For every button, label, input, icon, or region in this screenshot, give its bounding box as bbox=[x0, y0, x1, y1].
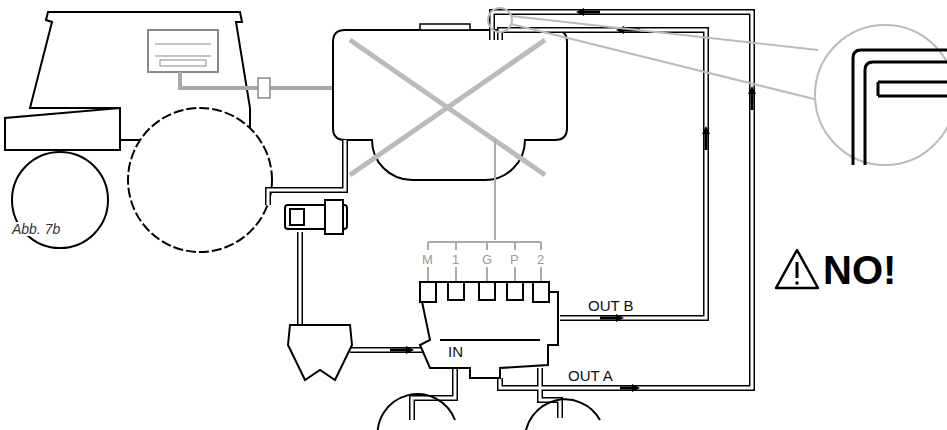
pin-name: 2 bbox=[537, 253, 544, 266]
connector-plug bbox=[258, 78, 270, 98]
port-label: IN bbox=[448, 344, 463, 359]
figure-label: Abb. 7b bbox=[12, 222, 60, 236]
tractor bbox=[5, 12, 272, 252]
zoom-spot bbox=[488, 8, 512, 32]
flow-arrows bbox=[390, 12, 752, 388]
outlet-label: OUT A bbox=[568, 368, 613, 383]
valve-inlet-box: IN bbox=[448, 344, 463, 359]
pump bbox=[288, 325, 352, 380]
tank bbox=[333, 24, 567, 180]
hose-inner bbox=[268, 12, 752, 420]
warning-text: NO! bbox=[823, 250, 896, 290]
pin-name: G bbox=[482, 253, 492, 266]
control-box bbox=[148, 30, 218, 72]
outlet-label: OUT B bbox=[588, 298, 634, 313]
hose-outline bbox=[268, 12, 752, 420]
valve-block bbox=[420, 282, 558, 378]
pin-name: P bbox=[510, 253, 519, 266]
pressure-regulator bbox=[285, 200, 347, 234]
leader-line bbox=[511, 16, 818, 50]
leader-line bbox=[511, 24, 818, 100]
boom-section bbox=[378, 394, 600, 430]
pin-name: 1 bbox=[452, 253, 459, 266]
pin-name: M bbox=[422, 253, 433, 266]
signal-wires bbox=[428, 140, 541, 282]
warning-symbol bbox=[776, 250, 818, 288]
zoom-circle bbox=[815, 25, 947, 165]
